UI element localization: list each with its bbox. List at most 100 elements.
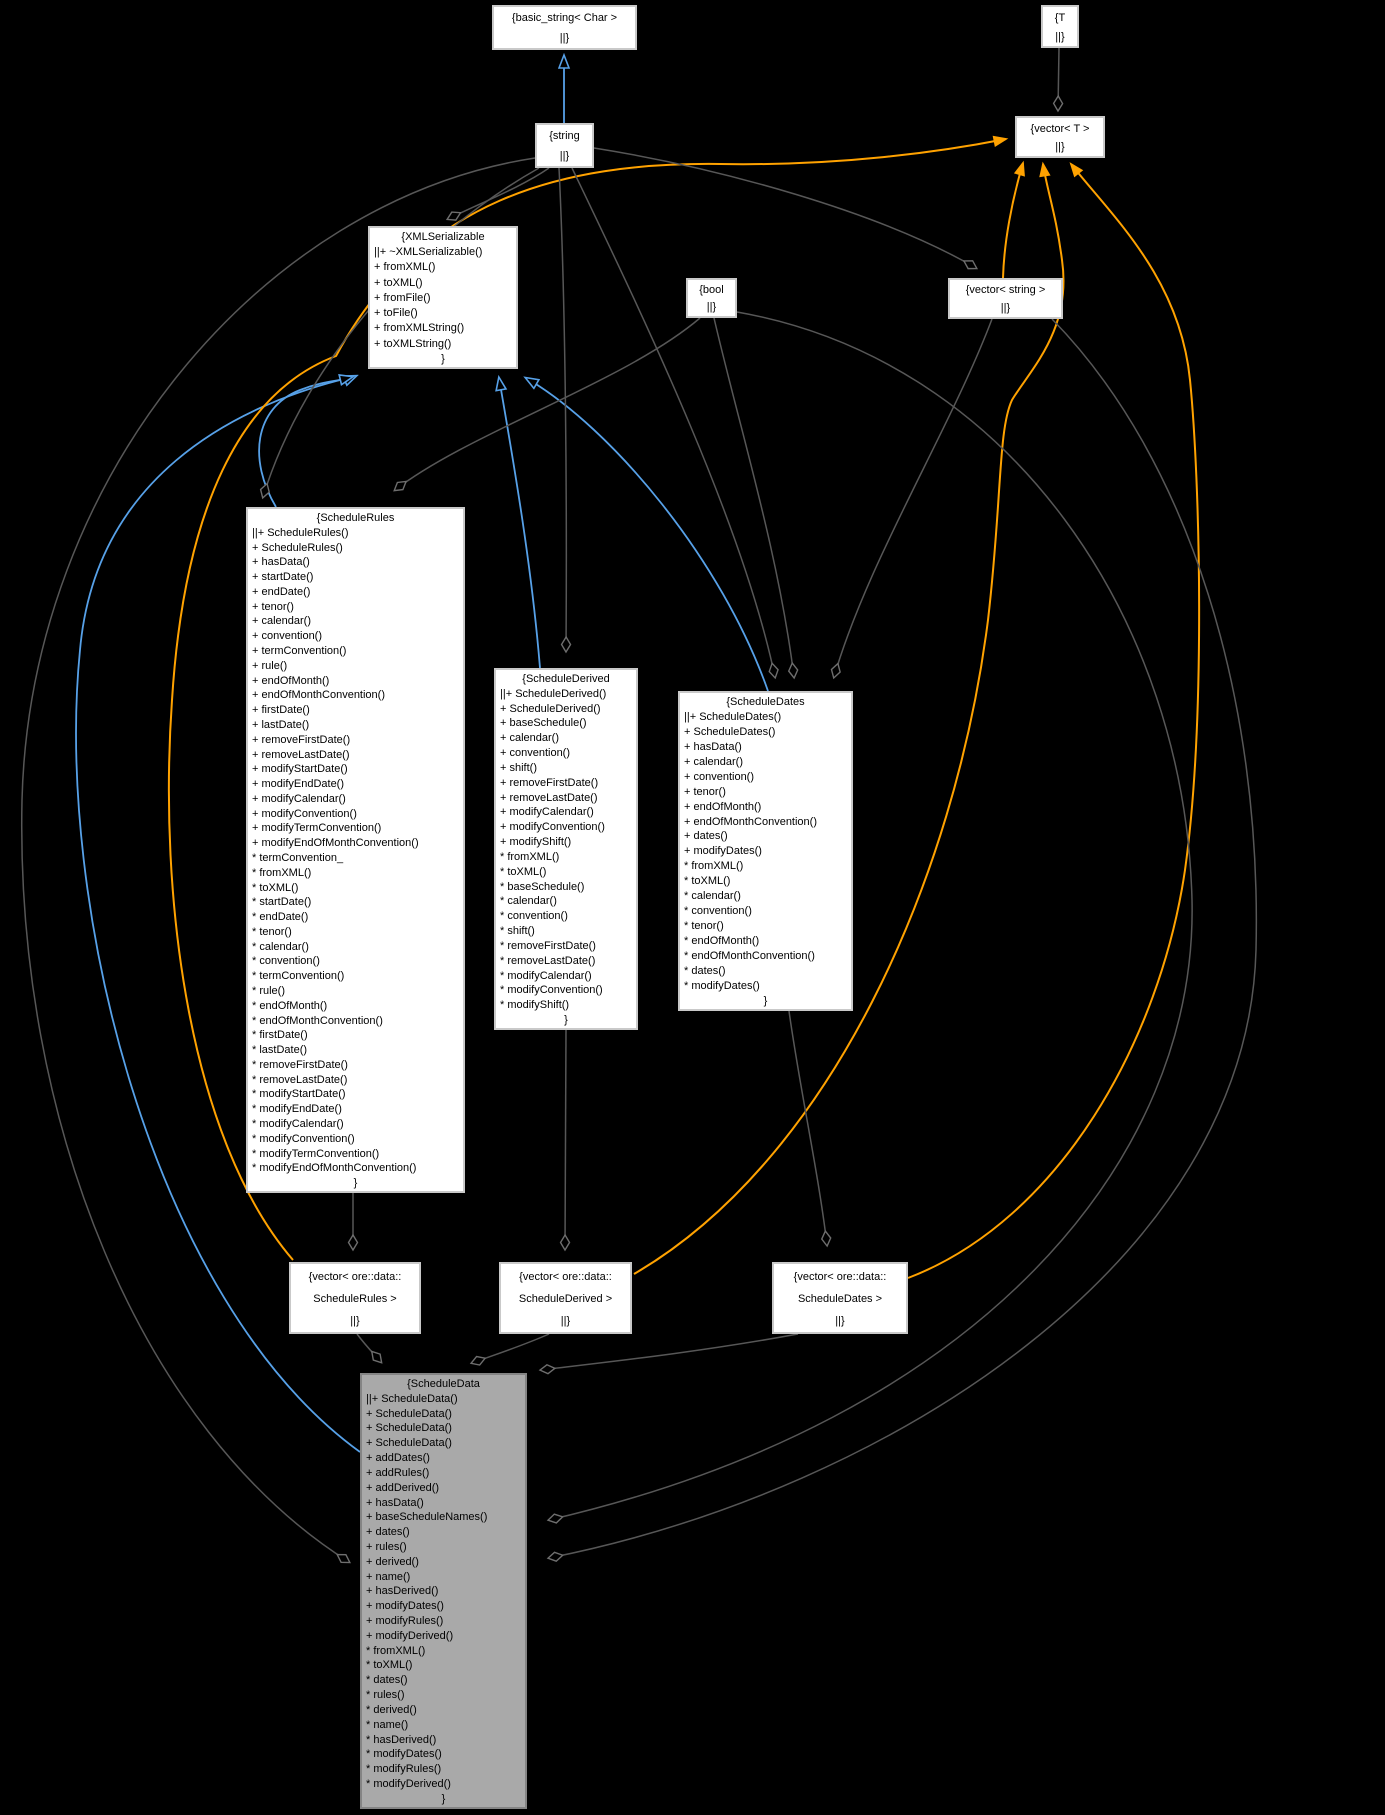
edge-string-to-vector-string xyxy=(593,147,976,268)
class-title: {bool xyxy=(699,284,724,296)
member-line: + modifyCalendar() xyxy=(500,806,594,819)
member-line: ||} xyxy=(1000,301,1011,314)
member-line: + ScheduleDates() xyxy=(684,725,776,738)
class-title: {basic_string< Char > xyxy=(511,12,618,24)
member-line: * modifyDates() xyxy=(684,979,760,992)
member-line: + addDates() xyxy=(366,1452,430,1465)
class-node-ScheduleRules[interactable]: {ScheduleRules||+ ScheduleRules()+ Sched… xyxy=(246,507,465,1193)
class-title: {vector< ore::data:: xyxy=(308,1271,402,1283)
member-line: * modifyEndOfMonthConvention() xyxy=(252,1162,417,1175)
member-line: ScheduleDerived > xyxy=(518,1293,613,1305)
edge-bool-to-scheduledates xyxy=(713,317,794,677)
member-line: * modifyEndDate() xyxy=(252,1103,342,1116)
class-title: {T xyxy=(1054,12,1066,24)
member-line: } xyxy=(353,1177,358,1190)
member-line: * derived() xyxy=(366,1703,417,1716)
member-line: + modifyShift() xyxy=(500,836,572,849)
member-line: + removeFirstDate() xyxy=(252,733,351,746)
class-title: {ScheduleRules xyxy=(316,512,395,524)
class-node-XMLSerializable[interactable]: {XMLSerializable||+ ~XMLSerializable()+ … xyxy=(368,226,518,369)
member-line: * toXML() xyxy=(366,1659,413,1672)
class-title: {vector< T > xyxy=(1030,123,1090,135)
member-line: * fromXML() xyxy=(500,850,560,863)
member-line: + tenor() xyxy=(252,600,294,613)
member-line: * fromXML() xyxy=(366,1644,426,1657)
member-line: * removeFirstDate() xyxy=(500,939,596,952)
class-node-ScheduleData[interactable]: {ScheduleData||+ ScheduleData()+ Schedul… xyxy=(360,1373,527,1809)
member-line: + name() xyxy=(366,1570,411,1583)
member-line: + endOfMonthConvention() xyxy=(684,815,817,828)
class-title: {vector< ore::data:: xyxy=(793,1271,887,1283)
member-line: * tenor() xyxy=(252,925,292,938)
member-line: * name() xyxy=(366,1718,409,1731)
edge-string-to-xmlserializable xyxy=(448,167,550,219)
member-line: * rules() xyxy=(366,1689,405,1702)
member-line: * toXML() xyxy=(500,865,547,878)
member-line: + ScheduleData() xyxy=(366,1407,452,1420)
member-line: ScheduleDates > xyxy=(797,1293,883,1305)
member-line: + removeFirstDate() xyxy=(500,776,599,789)
member-line: + modifyConvention() xyxy=(500,821,605,834)
member-line: * tenor() xyxy=(684,920,724,933)
member-line: + endOfMonth() xyxy=(684,800,762,813)
edge-vector-scheduledates-to-scheduledata xyxy=(541,1333,799,1370)
member-line: + removeLastDate() xyxy=(500,791,598,804)
member-line: } xyxy=(441,352,445,365)
class-node-T[interactable]: {T ||} xyxy=(1041,5,1079,48)
member-line: * baseSchedule() xyxy=(500,880,585,893)
edge-string-to-schedulederived xyxy=(558,167,566,651)
class-node-vector-ScheduleDerived[interactable]: {vector< ore::data::ScheduleDerived >||} xyxy=(499,1262,632,1334)
member-line: * firstDate() xyxy=(252,1029,308,1042)
class-node-ScheduleDerived[interactable]: {ScheduleDerived||+ ScheduleDerived()+ S… xyxy=(494,668,638,1030)
member-line: + endOfMonth() xyxy=(252,674,330,687)
member-line: ||+ ScheduleData() xyxy=(366,1392,458,1405)
member-line: + convention() xyxy=(684,770,755,783)
class-title: {vector< string > xyxy=(965,284,1046,296)
member-line: + derived() xyxy=(366,1555,419,1568)
member-line: + modifyEndDate() xyxy=(252,778,345,791)
edge-scheduledates-to-xmlserializable xyxy=(526,378,769,692)
member-line: + toXMLString() xyxy=(374,337,452,350)
edge-t-to-vector-t xyxy=(1058,47,1059,110)
member-line: * endDate() xyxy=(252,911,309,924)
edge-vector-string-to-scheduledata xyxy=(549,318,1258,1558)
member-line: + endDate() xyxy=(252,585,311,598)
class-node-vector-ScheduleRules[interactable]: {vector< ore::data::ScheduleRules >||} xyxy=(289,1262,421,1334)
member-line: + modifyDerived() xyxy=(366,1629,454,1642)
edge-vector-schedulederived-to-vector-t xyxy=(633,161,1065,1275)
member-line: + fromFile() xyxy=(374,291,431,304)
member-line: * calendar() xyxy=(684,890,741,903)
member-line: * convention() xyxy=(684,905,752,918)
member-line: ||} xyxy=(559,149,570,162)
edge-vector-schedulerules-to-vector-t xyxy=(167,135,1009,1261)
class-node-vector-string[interactable]: {vector< string > ||} xyxy=(948,278,1063,319)
member-line: + toXML() xyxy=(374,276,423,289)
member-line: ||+ ScheduleRules() xyxy=(252,526,349,539)
member-line: } xyxy=(441,1792,446,1805)
class-node-bool[interactable]: {bool||} xyxy=(686,278,737,318)
member-line: + modifyDates() xyxy=(366,1600,444,1613)
member-line: ||} xyxy=(560,1315,571,1327)
class-node-vector-T[interactable]: {vector< T >||} xyxy=(1015,116,1105,158)
member-line: + calendar() xyxy=(500,732,560,745)
member-line: + fromXMLString() xyxy=(374,322,465,335)
member-line: * calendar() xyxy=(252,940,309,953)
member-line: ||+ ScheduleDerived() xyxy=(500,687,607,700)
class-node-ScheduleDates[interactable]: {ScheduleDates||+ ScheduleDates()+ Sched… xyxy=(678,691,853,1011)
member-line: + tenor() xyxy=(684,785,726,798)
member-line: ||} xyxy=(1055,30,1065,43)
member-line: * endOfMonthConvention() xyxy=(684,949,815,962)
member-line: + firstDate() xyxy=(252,704,310,717)
member-line: + addDerived() xyxy=(366,1481,440,1494)
member-line: * endOfMonth() xyxy=(684,935,760,947)
member-line: + baseScheduleNames() xyxy=(366,1511,488,1524)
member-line: * toXML() xyxy=(684,875,731,888)
edge-vector-string-to-scheduledates xyxy=(834,318,993,677)
member-line: * modifyConvention() xyxy=(252,1132,355,1145)
member-line: } xyxy=(763,994,768,1007)
class-node-vector-ScheduleDates[interactable]: {vector< ore::data::ScheduleDates >||} xyxy=(772,1262,908,1334)
member-line: + modifyTermConvention() xyxy=(252,822,382,835)
class-node-string[interactable]: {string||} xyxy=(535,123,594,168)
class-node-basic-string[interactable]: {basic_string< Char >||} xyxy=(492,5,637,50)
edge-scheduledata-to-xmlserializable xyxy=(75,377,361,1453)
